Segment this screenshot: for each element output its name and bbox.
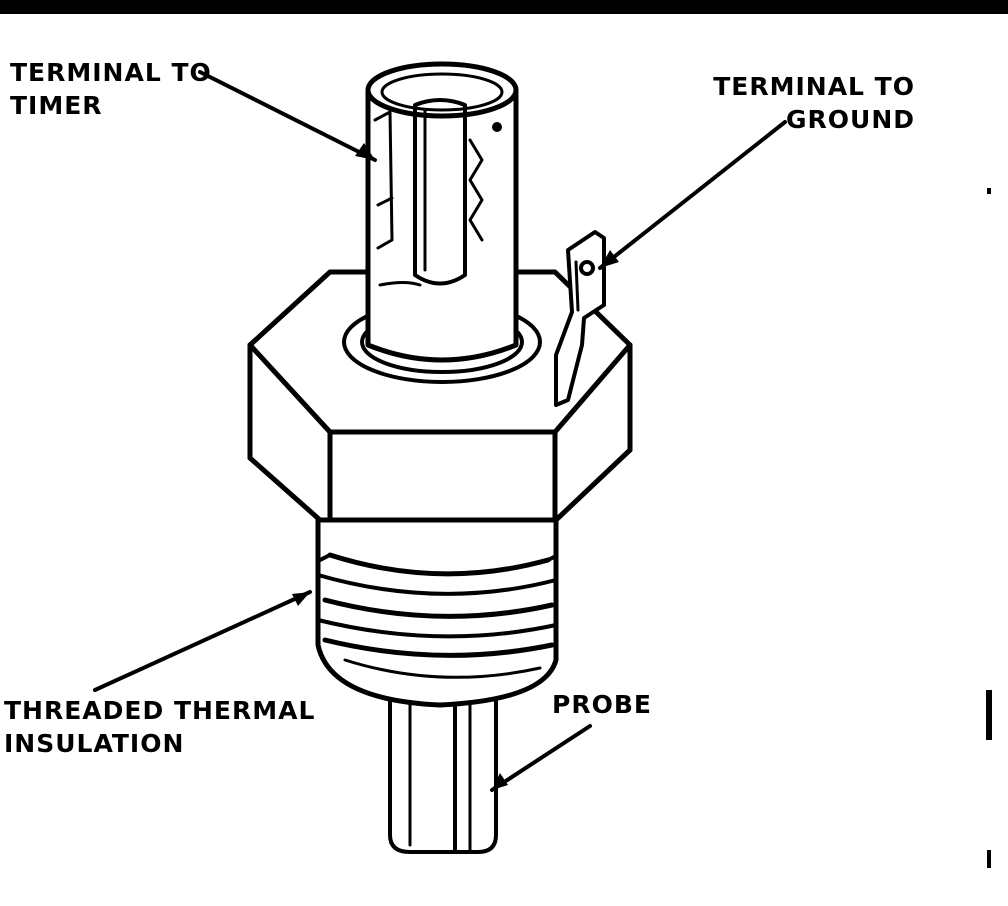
leader-terminal-to-timer: [198, 70, 377, 162]
leader-threaded-insulation: [93, 590, 312, 692]
arrowhead-probe: [492, 773, 508, 790]
label-threaded-thermal-insulation: THREADED THERMAL INSULATION: [4, 696, 316, 758]
arrowhead-timer: [355, 143, 375, 160]
label-terminal-to-timer: TERMINAL TO TIMER: [10, 58, 212, 120]
threaded-insulation: [315, 517, 559, 708]
callout-lines: [93, 70, 787, 792]
edge-mark: [987, 850, 991, 868]
leader-terminal-to-ground: [598, 120, 787, 270]
edge-mark: [987, 188, 991, 194]
probe-shaft: [388, 688, 498, 854]
arrowhead-ground: [600, 250, 619, 268]
leader-probe: [490, 724, 592, 792]
ground-terminal-tab: [554, 230, 606, 407]
edge-mark: [986, 690, 992, 740]
top-border-bar: [0, 0, 1008, 14]
timer-terminal-cylinder: [365, 61, 519, 363]
label-terminal-to-ground: TERMINAL TO GROUND: [713, 72, 915, 134]
arrowhead-insulation: [292, 592, 310, 606]
label-probe: PROBE: [552, 690, 652, 719]
